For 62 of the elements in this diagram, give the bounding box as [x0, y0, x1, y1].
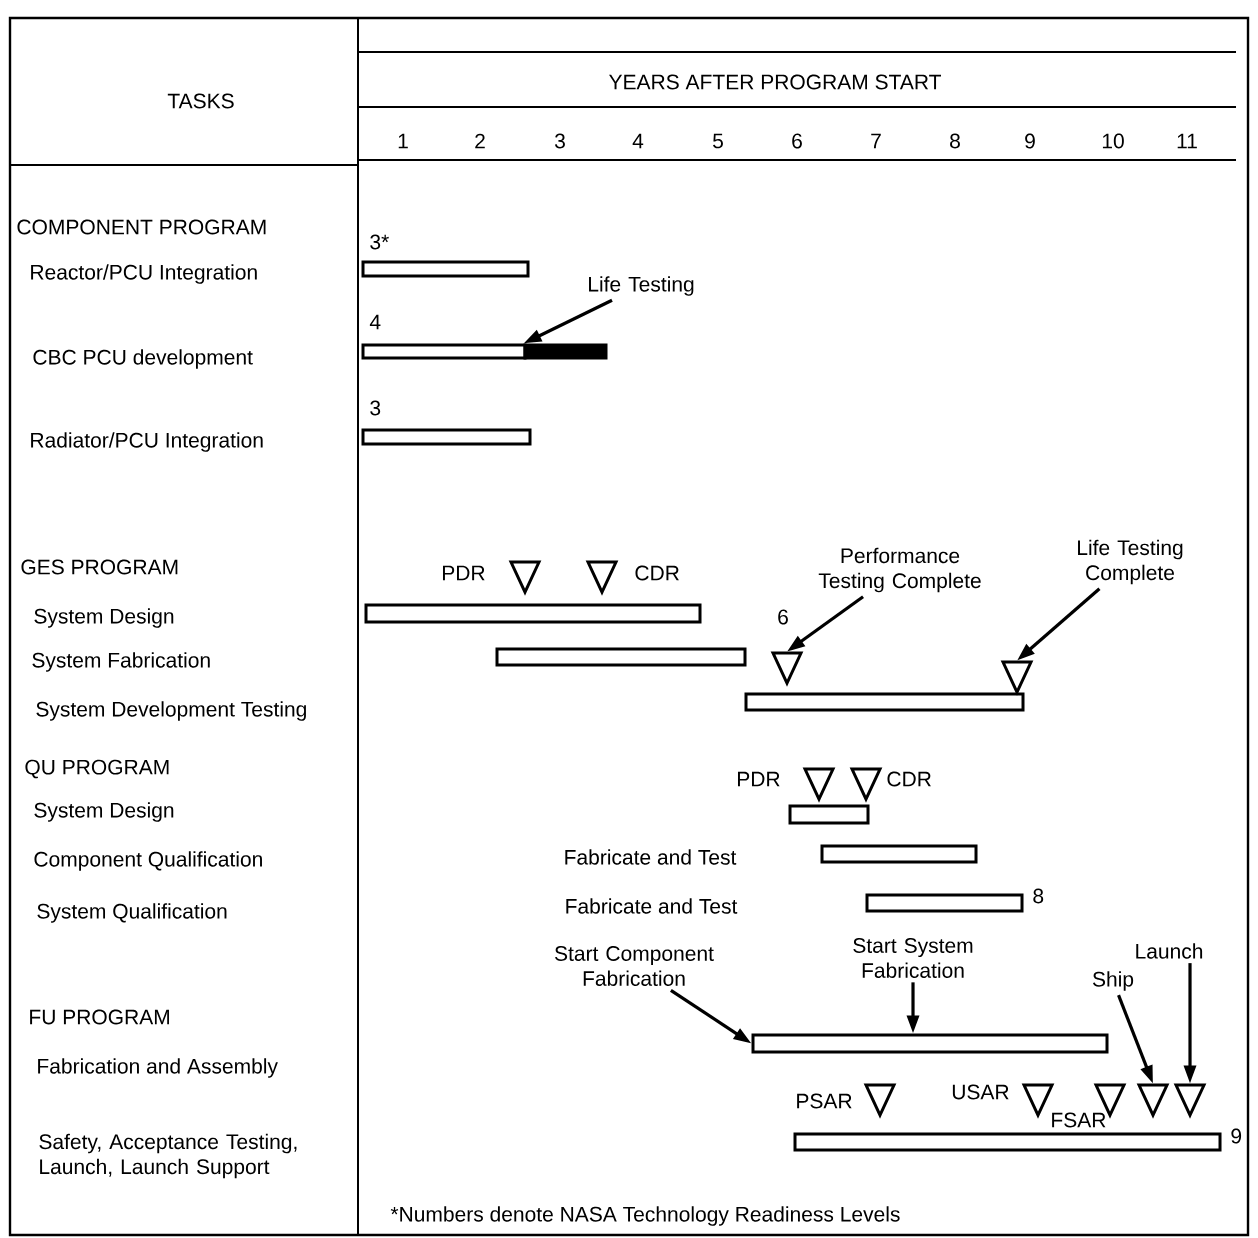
task-label: FU PROGRAM [30, 1009, 169, 1025]
schedule-bar [361, 428, 532, 446]
node-annotation: 3 [370, 400, 381, 416]
node-annotation: PDR [443, 565, 485, 581]
task-label: Radiator/PCU Integration [31, 432, 263, 452]
axis-label: 3 [554, 133, 565, 149]
task-label: Fabricate and Test [566, 898, 738, 914]
task-label: Fabricate and Test [565, 849, 737, 865]
node-annotation: PDR [738, 771, 780, 787]
axis-label: TASKS [167, 93, 234, 109]
node-annotation: CDR [635, 565, 679, 581]
axis-label: 5 [713, 133, 723, 149]
axis-label: 7 [871, 133, 881, 149]
node-annotation: USAR [952, 1084, 1009, 1100]
axis-label: 9 [1025, 133, 1035, 149]
task-label: Component Qualification [34, 851, 262, 871]
callout-text: Start Component Fabrication [555, 946, 714, 986]
axis-label: 2 [475, 133, 485, 149]
callout-text: Launch [1136, 943, 1203, 959]
task-label: COMPONENT PROGRAM [17, 219, 266, 235]
callout-text: Ship [1092, 971, 1134, 991]
axis-label: 1 [398, 133, 408, 149]
schedule-bar [364, 603, 702, 624]
node-annotation: 3* [370, 234, 389, 250]
axis-label: 8 [950, 133, 960, 149]
schedule-bar [361, 260, 530, 278]
task-label: QU PROGRAM [25, 759, 169, 779]
schedule-bar [744, 692, 1025, 712]
node-annotation: PSAR [797, 1093, 852, 1109]
axis-label: YEARS AFTER PROGRAM START [609, 74, 941, 90]
task-label: *Numbers denote NASA Technology Readiness Levels [390, 1206, 900, 1226]
axis-label: 4 [632, 133, 644, 149]
schedule-bar [361, 343, 527, 360]
node-annotation: 8 [1033, 888, 1044, 904]
schedule-bar [495, 647, 747, 667]
task-label: System Design [34, 802, 174, 822]
schedule-bar [865, 893, 1024, 913]
task-label: System Qualification [37, 903, 227, 923]
callout-text: Life Testing Complete [1078, 539, 1183, 585]
node-annotation: 4 [369, 314, 381, 330]
task-label: System Development Testing [36, 701, 306, 721]
schedule-bar [820, 844, 978, 864]
callout-text: Performance Testing Complete [818, 547, 981, 593]
task-label: 6 [778, 609, 788, 625]
axis-label: 10 [1102, 133, 1124, 149]
task-label: Reactor/PCU Integration [31, 264, 257, 284]
task-label: Safety, Acceptance Testing, Launch, Launch Support [39, 1133, 297, 1179]
task-label: System Design [34, 608, 174, 628]
schedule-bar [793, 1132, 1222, 1152]
axis-label: 11 [1177, 133, 1197, 149]
axis-label: 6 [792, 133, 802, 149]
callout-text: Life Testing [589, 276, 694, 296]
task-label: GES PROGRAM [21, 559, 178, 575]
task-label: CBC PCU development [33, 349, 253, 369]
schedule-bar [751, 1033, 1109, 1054]
node-annotation: 9 [1231, 1128, 1242, 1144]
node-annotation: FSAR [1052, 1112, 1106, 1128]
callout-text: Start System Fabrication [853, 938, 973, 978]
schedule-bar [788, 804, 870, 825]
task-label: Fabrication and Assembly [38, 1058, 278, 1078]
task-label: System Fabrication [32, 652, 210, 672]
node-annotation: CDR [887, 771, 931, 787]
